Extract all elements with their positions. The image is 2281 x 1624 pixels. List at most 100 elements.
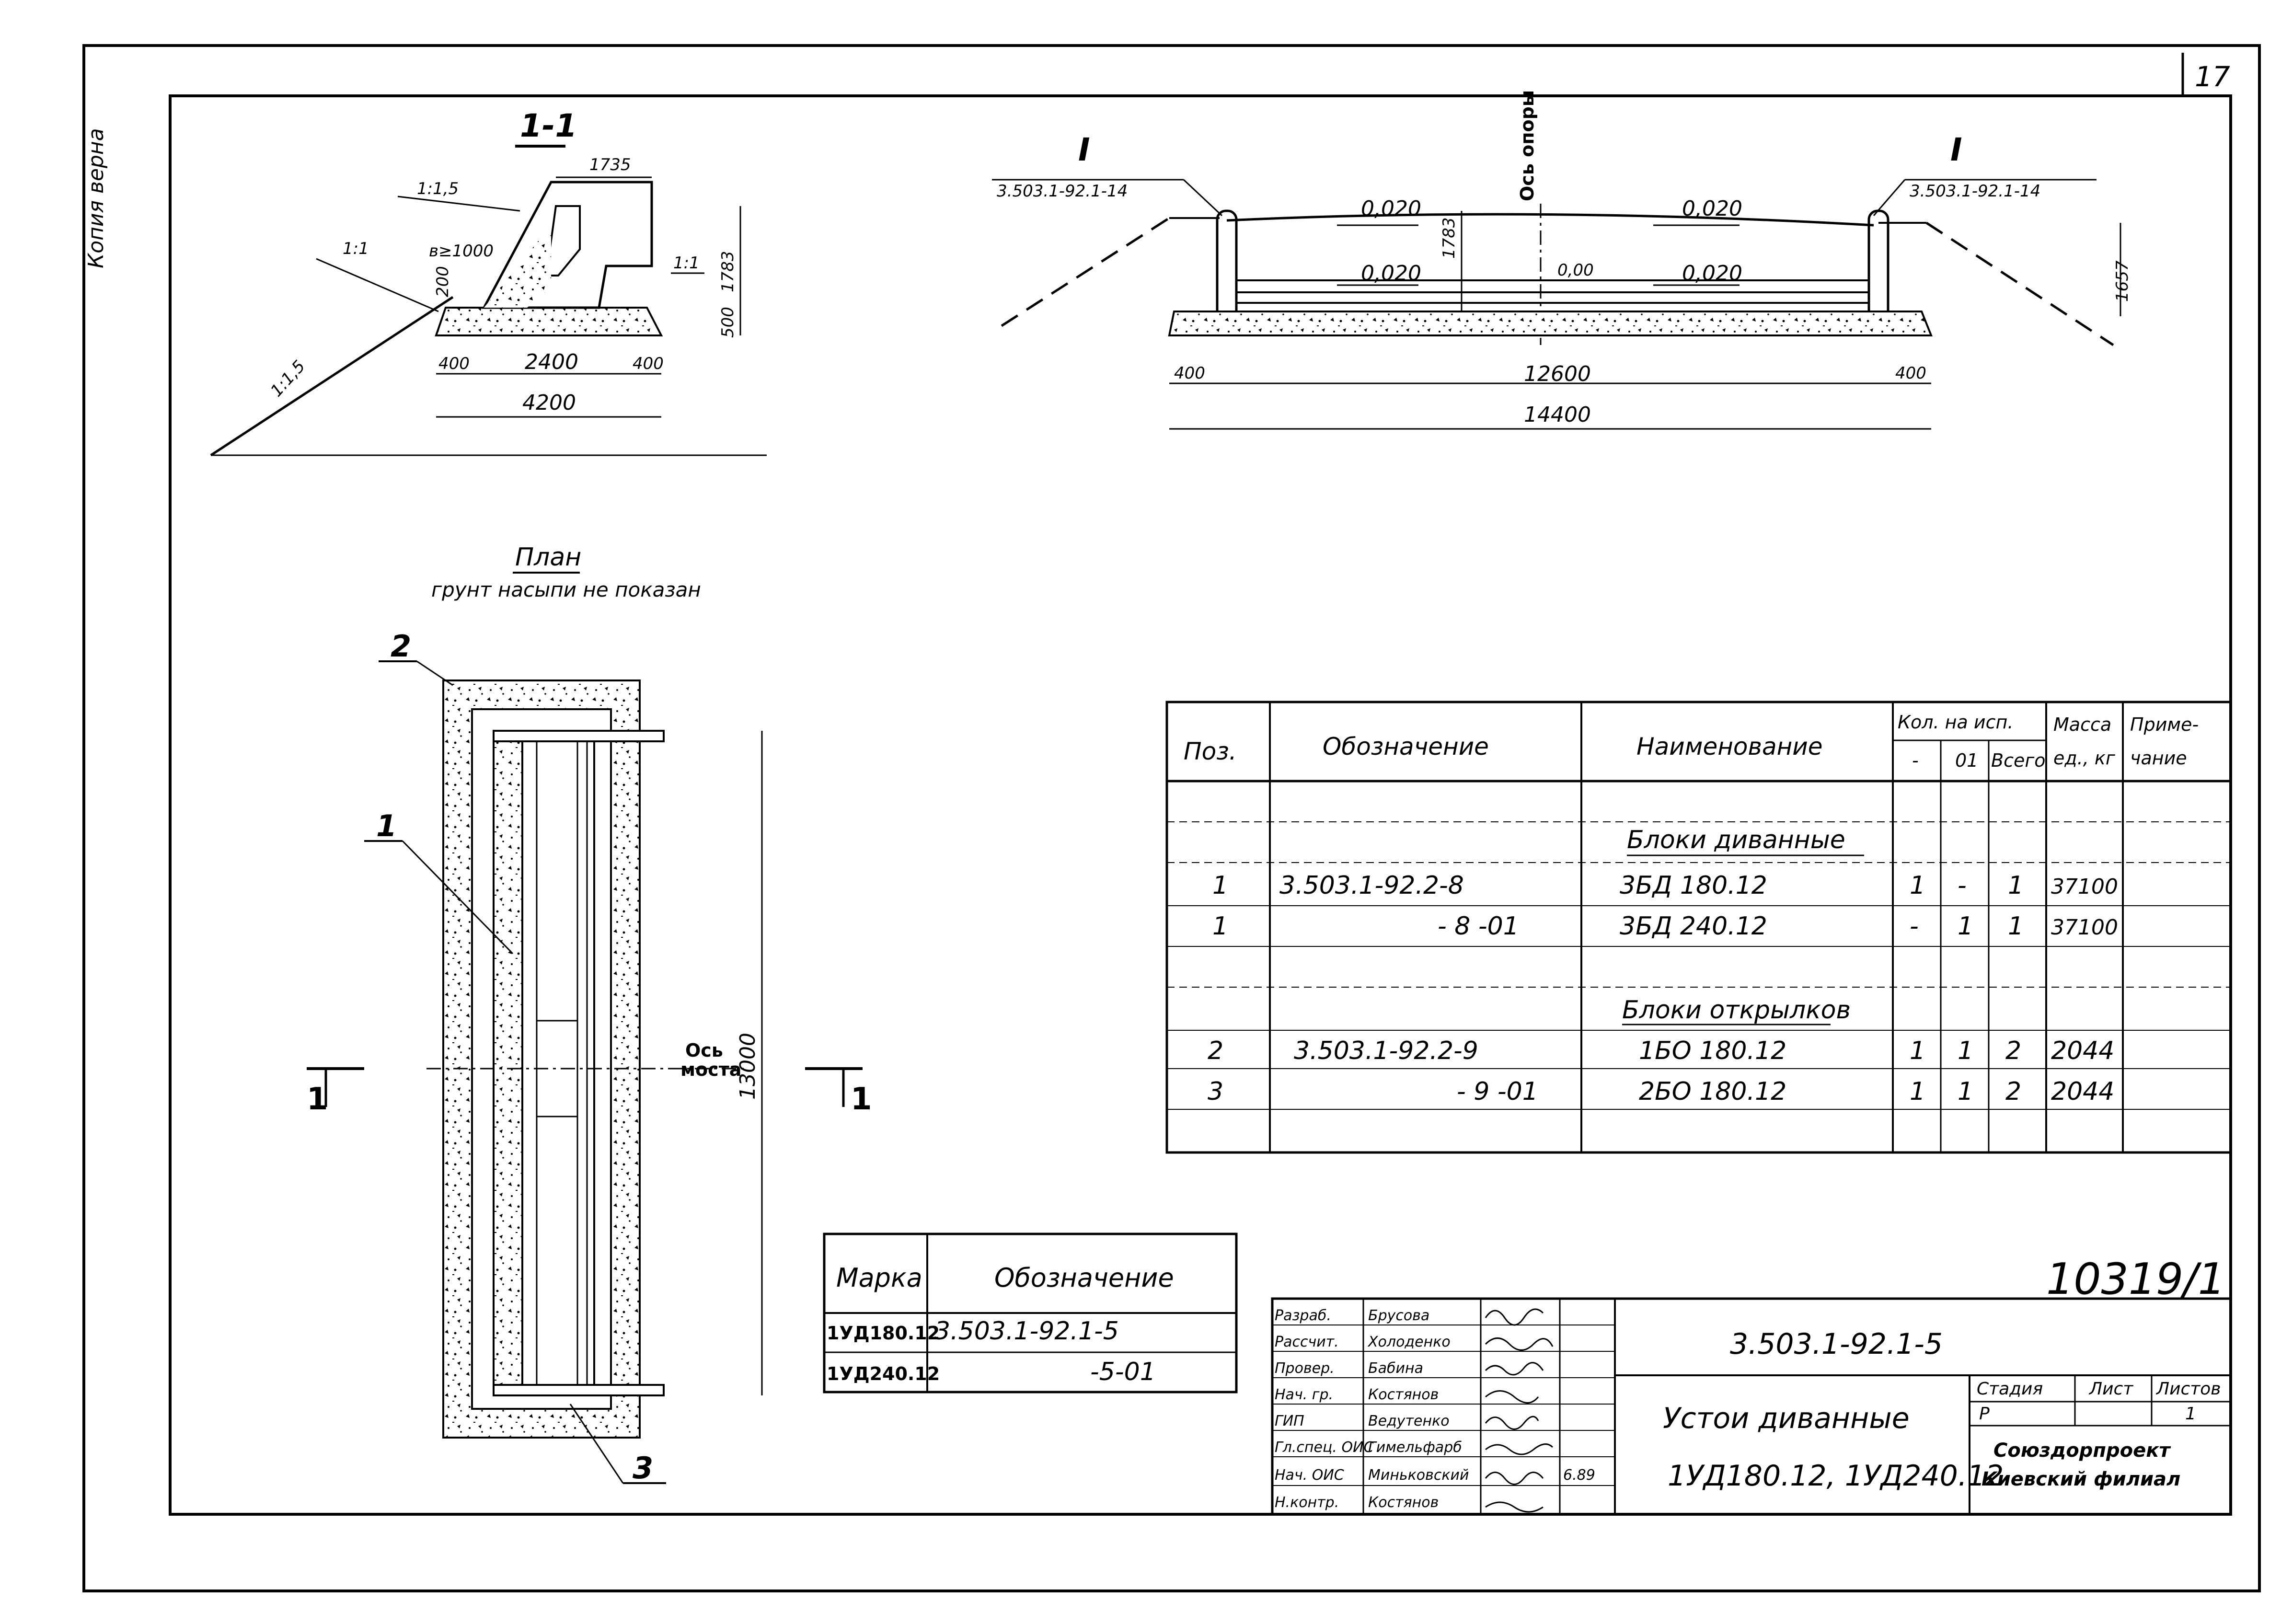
spec-r4-q2: 1	[1958, 1077, 1973, 1106]
spec-h-qty-01: 01	[1955, 750, 1978, 771]
spec-r1-name: 3БД 180.12	[1620, 871, 1767, 900]
dim-1657: 1657	[2113, 260, 2132, 302]
tb-title-1: Устои диванные	[1663, 1402, 1910, 1435]
dim-1783: 1783	[718, 251, 737, 292]
spec-r3-q2: 1	[1958, 1037, 1973, 1065]
tb-name-5: Ведутенко	[1368, 1413, 1450, 1429]
dim-4200: 4200	[522, 391, 576, 415]
title-block: Разраб. Брусова Рассчит. Холоденко Прове…	[1271, 1297, 2232, 1516]
spec-r4-pos: 3	[1208, 1077, 1223, 1106]
spec-r4-total: 2	[2005, 1077, 2021, 1106]
mark-h-designation: Обозначение	[994, 1263, 1174, 1293]
facade-slab	[1168, 311, 1933, 336]
slope-bottom-mid: 0,00	[1557, 261, 1594, 280]
axis-label-1: Ось	[685, 1040, 723, 1061]
tb-role-7: Нач. ОИС	[1275, 1467, 1344, 1484]
plan-wing-top	[493, 730, 665, 742]
slope-leader-top	[397, 196, 520, 212]
mark-right: I	[1950, 131, 1962, 168]
plan-view: План грунт насыпи не показан Ось моста 1…	[307, 543, 872, 1486]
dim-1735: 1735	[589, 155, 631, 174]
tb-name-1: Брусова	[1368, 1307, 1429, 1324]
dim-400-left-facade: 400	[1174, 364, 1205, 383]
spec-h-qty-total: Всего	[1991, 750, 2046, 771]
slope-leader-left	[316, 258, 439, 312]
spec-r3-q1: 1	[1910, 1037, 1925, 1065]
tb-name-2: Холоденко	[1367, 1334, 1451, 1350]
slope-top-right: 0,020	[1682, 196, 1742, 221]
spec-r2-q1: -	[1910, 912, 1919, 941]
mark-r2-designation: -5-01	[1090, 1358, 1156, 1386]
abutment-backwall	[545, 205, 581, 276]
spec-group-1: Блоки диванные	[1627, 826, 1845, 854]
plan-subtitle: грунт насыпи не показан	[431, 578, 701, 601]
slope-left-dashed	[1001, 217, 1170, 327]
abutment-body	[482, 181, 653, 309]
tb-role-4: Нач. гр.	[1275, 1386, 1333, 1403]
spec-frame	[1165, 701, 2232, 1154]
callout-1-leader	[402, 840, 514, 955]
spec-r2-name: 3БД 240.12	[1620, 912, 1767, 941]
spec-h-qty-dash: -	[1912, 750, 1919, 771]
spec-h-mass: Масса	[2053, 714, 2111, 735]
spec-r4-mass: 2044	[2051, 1077, 2114, 1106]
spec-r4-designation: - 9 -01	[1457, 1077, 1538, 1106]
dim-500: 500	[718, 307, 737, 338]
spec-r3-mass: 2044	[2051, 1037, 2114, 1065]
spec-r4-name: 2БО 180.12	[1639, 1077, 1786, 1106]
dim-400-right: 400	[633, 354, 664, 373]
tb-frame	[1271, 1297, 2232, 1516]
spec-r3-total: 2	[2005, 1037, 2021, 1065]
tb-date: 6.89	[1563, 1467, 1595, 1484]
mark-r2-mark: 1УД240.12	[827, 1363, 940, 1384]
spec-r1-q1: 1	[1910, 871, 1925, 900]
end-post-right	[1867, 209, 1889, 320]
dim-14400: 14400	[1524, 403, 1591, 427]
ref-left: 3.503.1-92.1-14	[997, 182, 1128, 201]
tb-name-7: Миньковский	[1368, 1467, 1469, 1484]
tb-role-3: Провер.	[1275, 1360, 1335, 1377]
mark-h-mark: Марка	[836, 1263, 922, 1293]
tb-role-1: Разраб.	[1275, 1307, 1331, 1324]
slope-left-label: 1:1	[343, 239, 369, 258]
spec-h-designation: Обозначение	[1323, 733, 1489, 760]
slope-bottom-left: 0,020	[1361, 261, 1421, 286]
signature-marks	[1485, 1308, 1554, 1513]
callout-2-leader	[416, 660, 453, 686]
dim-400-left: 400	[438, 354, 470, 373]
spec-table: Поз. Обозначение Наименование Кол. на ис…	[1165, 701, 2232, 1154]
spec-r2-designation: - 8 -01	[1438, 912, 1519, 941]
spec-r4-q1: 1	[1910, 1077, 1925, 1106]
slope-bottom-right: 0,020	[1682, 261, 1742, 286]
mark-left: I	[1078, 131, 1090, 168]
slope-top-left: 0,020	[1361, 196, 1421, 221]
spec-r2-total: 1	[2008, 912, 2024, 941]
tb-role-2: Рассчит.	[1275, 1334, 1339, 1350]
callout-3-leader	[569, 1404, 624, 1484]
tb-role-8: Н.контр.	[1275, 1494, 1339, 1511]
spec-h-name: Наименование	[1636, 733, 1823, 760]
tb-name-3: Бабина	[1368, 1360, 1423, 1377]
fill-wedge	[484, 225, 551, 308]
spec-h-note-2: чание	[2130, 748, 2187, 769]
plan-title: План	[515, 543, 581, 572]
foundation-slab	[435, 307, 663, 336]
dim-b: в≥1000	[429, 242, 494, 261]
tb-name-6: Гимельфарб	[1368, 1439, 1462, 1456]
tb-name-8: Костянов	[1368, 1494, 1439, 1511]
spec-h-pos: Поз.	[1184, 737, 1237, 765]
spec-group-2: Блоки открылков	[1622, 996, 1851, 1025]
tb-signature-rows	[1272, 1325, 1615, 1486]
spec-r1-pos: 1	[1212, 871, 1228, 900]
spec-r1-total: 1	[2008, 871, 2024, 900]
tb-stage-label: Стадия	[1977, 1379, 2043, 1399]
tb-stage-value: Р	[1979, 1404, 1990, 1424]
tb-org-1: Союздорпроект	[1993, 1440, 2171, 1462]
callout-1: 1	[376, 808, 397, 843]
slope-top-label: 1:1,5	[417, 179, 459, 198]
mark-r1-designation: 3.503.1-92.1-5	[934, 1317, 1119, 1346]
mark-table: Марка Обозначение 1УД180.12 3.503.1-92.1…	[823, 1232, 1238, 1394]
callout-2: 2	[391, 629, 411, 664]
dim-13000: 13000	[736, 1033, 760, 1100]
